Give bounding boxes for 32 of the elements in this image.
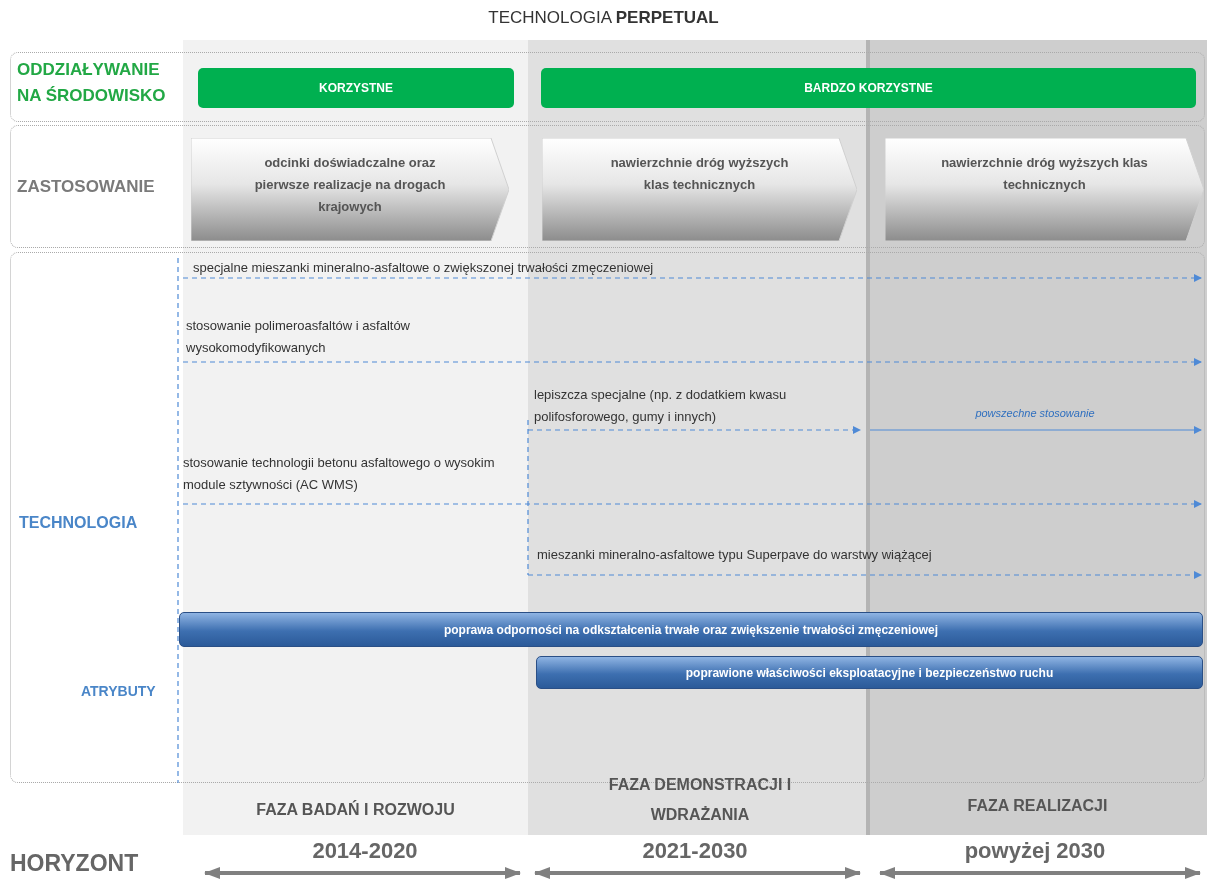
period-label: powyżej 2030 [963, 840, 1107, 862]
row-heading: ZASTOSOWANIE [17, 176, 156, 198]
axis-title: HORYZONT [10, 852, 140, 874]
impact-bar [198, 68, 514, 108]
bar-label: poprawione właściwości eksploatacyjne i bezpieczeństwo ruchu [685, 665, 1054, 680]
period-label: 2021-2030 [641, 840, 749, 862]
technology-text: specjalne mieszanki mineralno-asfaltowe o zwiększonej trwałości zmęczeniowej [193, 259, 655, 277]
row-heading: TECHNOLOGIA [19, 513, 139, 533]
technology-text: stosowanie polimeroasfaltów i asfaltów wysokomodyfikowanych [186, 317, 411, 357]
attribute-bar [179, 612, 1203, 647]
row-heading: ODDZIAŁYWANIE NA ŚRODOWISKO [17, 59, 167, 107]
bar-label: BARDZO KORZYSTNE [804, 81, 933, 95]
row-heading: ATRYBUTY [81, 682, 157, 701]
phase-label: FAZA REALIZACJI [966, 796, 1109, 816]
technology-text: stosowanie technologii betonu asfaltowego o wysokim module sztywności (AC WMS) [183, 454, 496, 494]
chevron-shape [542, 138, 857, 241]
title: TECHNOLOGIA PERPETUAL [487, 8, 720, 28]
bar-label: KORZYSTNE [319, 81, 393, 95]
phase-label: FAZA DEMONSTRACJI I WDRAŻANIA [607, 775, 793, 825]
technology-text: lepiszcza specjalne (np. z dodatkiem kwasu polifosforowego, gumy i innych) [534, 386, 788, 426]
technology-text: mieszanki mineralno-asfaltowe typu Superpave do warstwy wiążącej [537, 546, 933, 564]
chevron-shape [885, 138, 1204, 241]
chevron-label: nawierzchnie dróg wyższych klas technicznych [940, 154, 1149, 194]
period-label: 2014-2020 [311, 840, 419, 862]
bar-label: poprawa odporności na odkształcenia trwałe oraz zwiększenie trwałości zmęczeniowej [443, 622, 939, 637]
attribute-bar [536, 656, 1203, 689]
chevron-label: nawierzchnie dróg wyższych klas technicznych [609, 154, 790, 194]
phase-label: FAZA BADAŃ I ROZWOJU [255, 799, 456, 820]
impact-bar [541, 68, 1196, 108]
chevron-label: odcinki doświadczalne oraz pierwsze realizacje na drogach krajowych [253, 154, 447, 216]
arrow-label: powszechne stosowanie [974, 406, 1096, 421]
chevron-shape [191, 138, 509, 241]
